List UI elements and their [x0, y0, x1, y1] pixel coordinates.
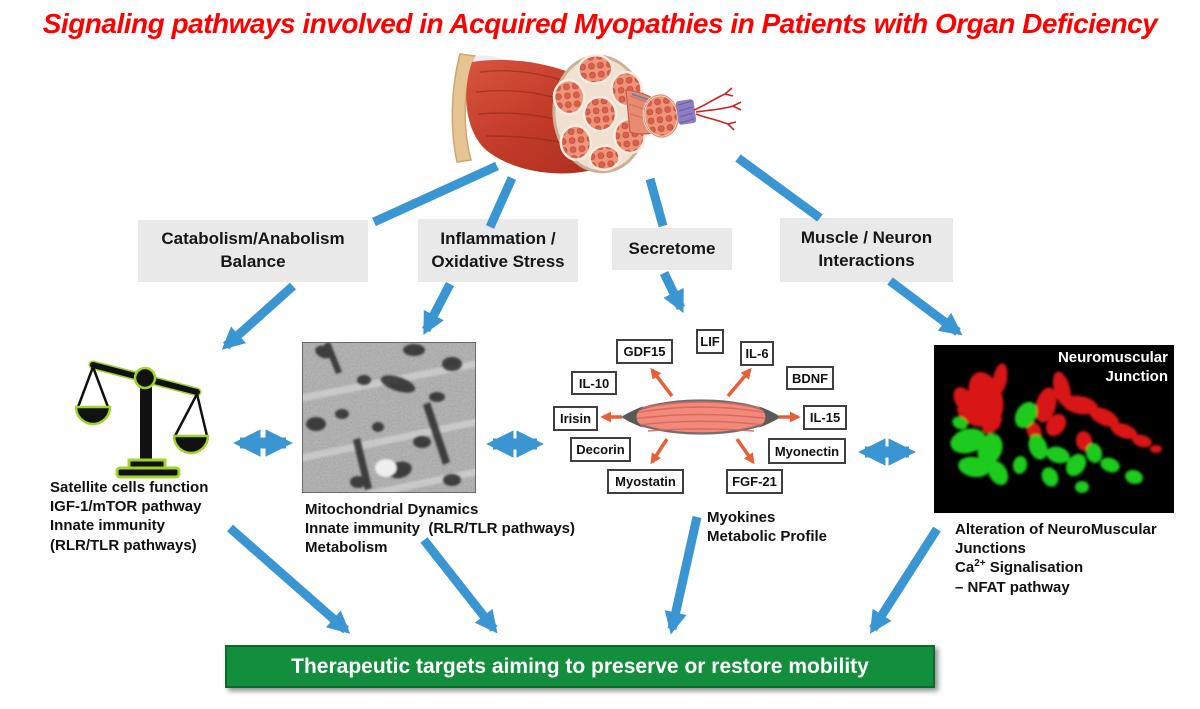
secretome-panel-caption: Myokines Metabolic Profile — [707, 508, 887, 546]
caption-line: Metabolic Profile — [707, 528, 828, 546]
nmj-image-label: Neuromuscular Junction — [1057, 349, 1168, 385]
myokine-box-myostatin: Myostatin — [607, 469, 684, 494]
balance-panel-caption: Satellite cells function IGF-1/mTOR path… — [50, 478, 280, 555]
caption-line: Mitochondrial Dynamics — [305, 501, 479, 518]
category-box-secretome: Secretome — [612, 228, 732, 270]
category-box-catabolism: Catabolism/Anabolism Balance — [138, 220, 368, 282]
caption-line: (RLR/TLR pathways) — [50, 536, 197, 554]
balance-scale-icon — [75, 360, 210, 479]
arrow-inflammation-to-mitochondria — [422, 281, 454, 335]
mitochondria-em-image — [302, 342, 476, 493]
myokine-box-myonectin: Myonectin — [768, 438, 846, 464]
line-muscle-to-secretome — [645, 177, 668, 228]
muscle-anatomy-illustration — [451, 53, 742, 174]
myokine-box-decorin: Decorin — [570, 437, 631, 462]
caption-line-ca: Ca2+ Signalisation — [955, 558, 1084, 577]
arrow-secretome-to-myokines — [659, 271, 686, 314]
category-box-inflammation: Inflammation / Oxidative Stress — [418, 219, 578, 282]
nmj-panel-caption: Alteration of NeuroMuscular Junctions Ca… — [955, 520, 1190, 597]
arrow-catabolism-to-balance — [221, 282, 297, 350]
ca-superscript: 2+ — [974, 558, 986, 570]
category-box-muscle-neuron: Muscle / Neuron Interactions — [780, 218, 953, 282]
caption-line: Metabolism — [305, 539, 388, 557]
caption-line: Alteration of NeuroMuscular — [955, 521, 1157, 538]
arrow-myokines-to-banner — [664, 516, 702, 635]
caption-line: Satellite cells function — [50, 479, 209, 496]
arrow-neuron-to-nmj — [887, 277, 963, 336]
mitochondria-panel-caption: Mitochondrial Dynamics Innate immunity (… — [305, 500, 625, 558]
therapeutic-targets-banner: Therapeutic targets aiming to preserve o… — [225, 645, 935, 688]
myokine-box-il15: IL-15 — [803, 405, 847, 430]
myokine-box-gdf15: GDF15 — [616, 339, 673, 364]
orange-arrow-myostatin — [650, 438, 669, 465]
line-muscle-to-neuron — [735, 154, 823, 222]
caption-line: Innate immunity (RLR/TLR pathways) — [305, 520, 576, 538]
nmj-image-frame: Neuromuscular Junction — [934, 345, 1174, 513]
muscle-spindle-icon — [620, 399, 782, 435]
myokine-box-bdnf: BDNF — [786, 366, 834, 390]
myokine-box-il6: IL-6 — [740, 341, 774, 366]
caption-line: Junctions — [955, 540, 1026, 558]
myokine-box-lif: LIF — [696, 329, 724, 354]
caption-line: Myokines — [707, 509, 776, 526]
myokine-box-fgf21: FGF-21 — [726, 469, 783, 494]
caption-line: – NFAT pathway — [955, 578, 1070, 596]
myokine-box-il10: IL-10 — [571, 371, 617, 395]
myokine-box-irisin: Irisin — [553, 406, 598, 431]
orange-arrow-fgf21 — [735, 438, 755, 465]
page-title: Signaling pathways involved in Acquired … — [42, 8, 1158, 39]
neuromuscular-junction-3d-image — [934, 345, 1174, 513]
caption-line: Innate immunity — [50, 517, 166, 535]
caption-line: IGF-1/mTOR pathway — [50, 498, 202, 516]
